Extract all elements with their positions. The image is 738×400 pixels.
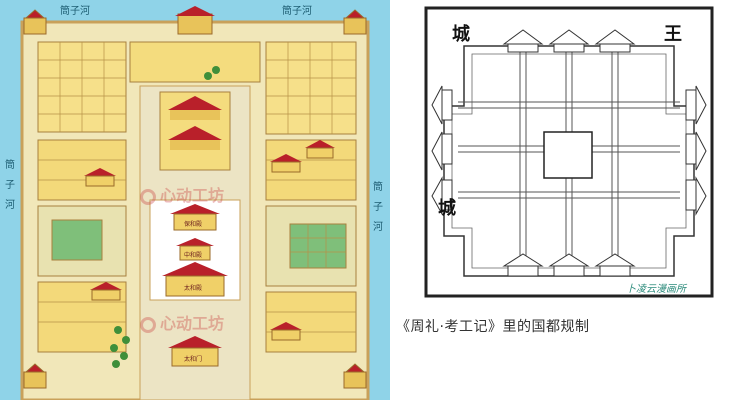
- trees: [110, 66, 220, 368]
- watermark-1: 心动工坊: [140, 182, 224, 206]
- forbidden-city-map: 筒子河 筒子河 筒子河 筒子河: [0, 0, 390, 400]
- moat-label-left: 筒子河: [5, 158, 15, 211]
- central-palace: [543, 131, 593, 179]
- artist-signature: 卜凌云漫画所: [626, 284, 686, 295]
- figure-caption: 《周礼·考工记》里的国都规制: [396, 319, 590, 335]
- moat-label-top-left: 筒子河: [60, 4, 90, 17]
- svg-text:子: 子: [5, 179, 15, 191]
- svg-text:筒: 筒: [373, 180, 383, 193]
- capital-layout-diagram: 城 王 城: [424, 6, 714, 298]
- corner-towers: [23, 9, 367, 389]
- diagram-char-wang: 王: [664, 24, 682, 45]
- hall-label-taihe: 太和殿: [184, 284, 202, 292]
- side-halls: [84, 140, 335, 341]
- svg-text:河: 河: [373, 221, 383, 233]
- diagram-char-cheng: 城: [452, 23, 470, 45]
- watermark-2: 心动工坊: [140, 310, 224, 334]
- svg-text:筒: 筒: [5, 158, 15, 171]
- diagram-char-cheng-2: 城: [438, 197, 456, 219]
- great-halls: [162, 204, 228, 367]
- gate-towers: [431, 29, 707, 277]
- moat-label-right: 筒子河: [373, 180, 383, 233]
- hall-label-zhonghe: 中和殿: [184, 251, 202, 259]
- watermark-ring-icon: [140, 188, 156, 205]
- watermark-ring-icon: [140, 316, 156, 333]
- hall-label-taihemen: 太和门: [184, 355, 202, 363]
- hall-label-baohe: 保和殿: [184, 220, 202, 228]
- svg-text:河: 河: [5, 199, 15, 211]
- svg-text:子: 子: [373, 201, 383, 213]
- moat-label-top-right: 筒子河: [282, 4, 312, 17]
- north-gate: [175, 6, 215, 35]
- courtyard-grid: [38, 42, 356, 333]
- streets-vertical: [519, 50, 619, 268]
